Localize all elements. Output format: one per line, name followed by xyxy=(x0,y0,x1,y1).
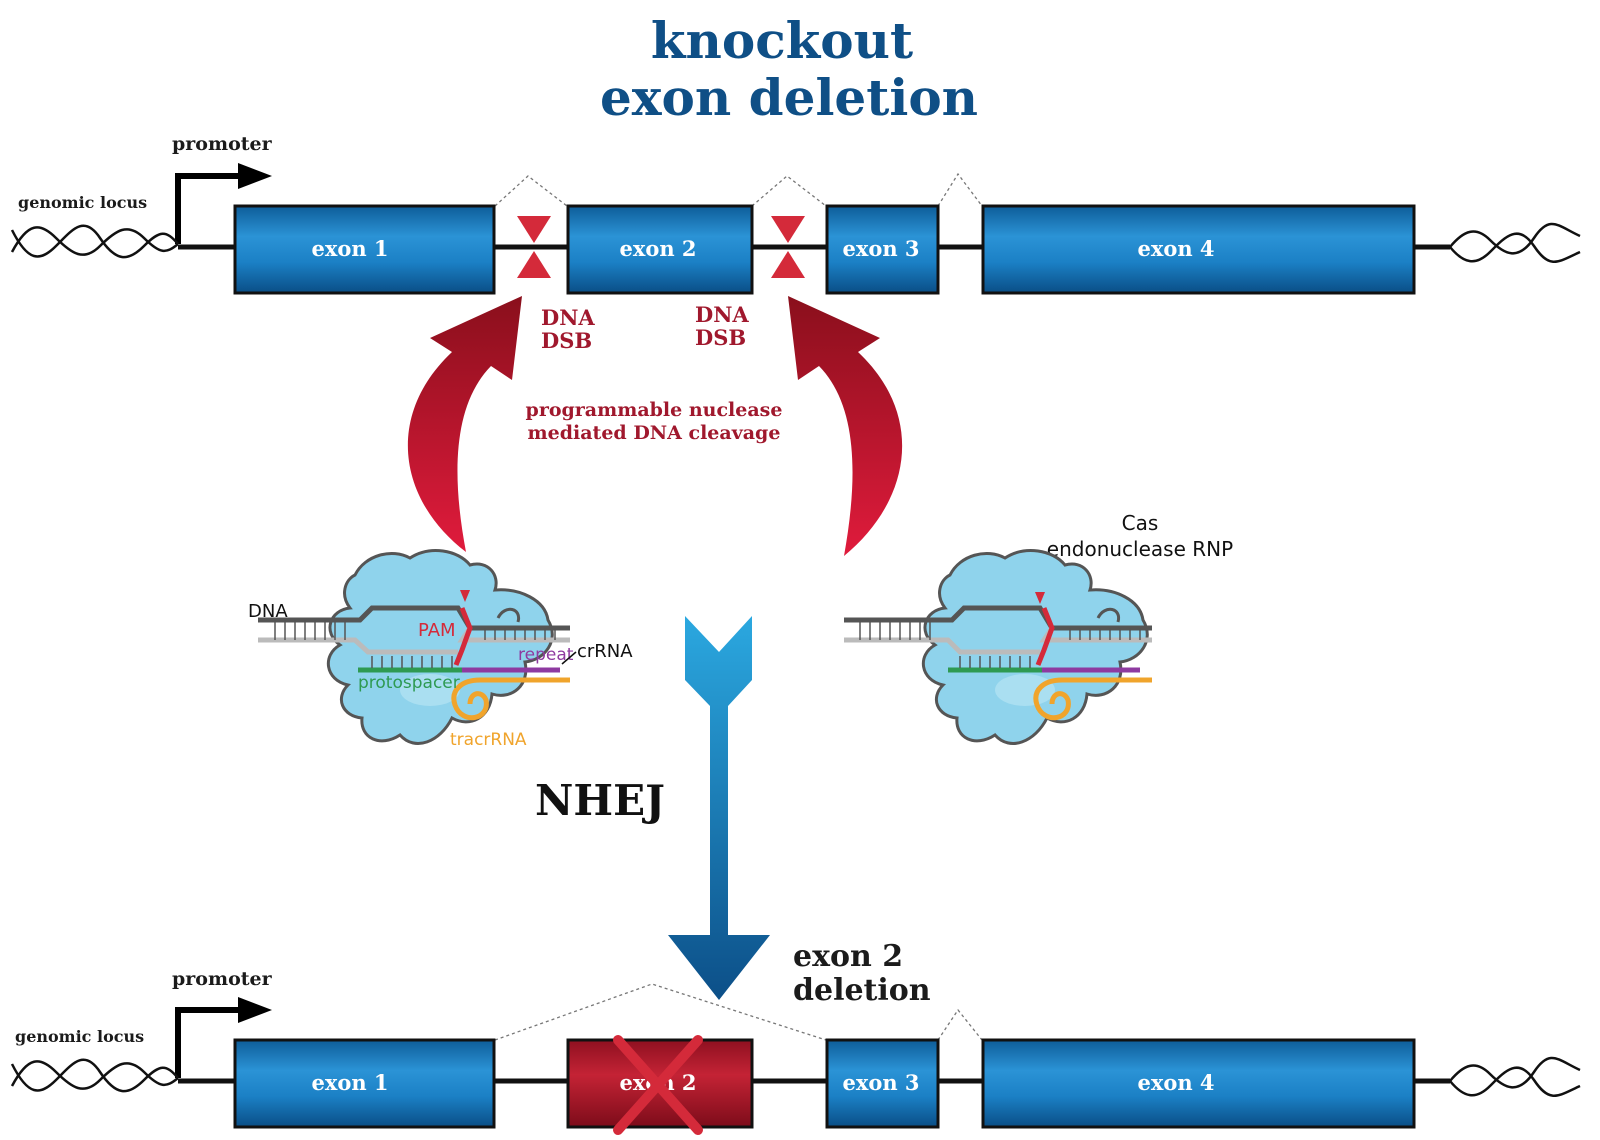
right-cut-marker-icon xyxy=(771,216,805,278)
top-promoter-arrowhead-icon xyxy=(238,163,272,189)
top-exon-1 xyxy=(233,204,496,295)
top-exon-1-label: exon 1 xyxy=(311,236,388,261)
bottom-exon-1 xyxy=(233,1038,496,1129)
top-splice-lines xyxy=(494,172,983,207)
top-exon-3-label: exon 3 xyxy=(842,236,919,261)
cas-title-line2: endonuclease RNP xyxy=(1047,537,1233,561)
left-crrna-label: crRNA xyxy=(577,641,633,662)
left-tracrrna-label: tracrRNA xyxy=(450,730,527,750)
top-promoter-arrow-icon xyxy=(175,173,245,244)
top-left-dna-helix-icon xyxy=(10,224,179,259)
bottom-splice-lines xyxy=(494,983,983,1041)
bottom-exon-1-label: exon 1 xyxy=(311,1070,388,1095)
left-pam-label: PAM xyxy=(418,620,456,641)
left-dna-label: DNA xyxy=(248,601,288,622)
bottom-left-dna-helix-icon xyxy=(10,1058,179,1093)
bottom-promoter-arrow-icon xyxy=(175,1007,245,1078)
right-cleavage-arrow-icon xyxy=(788,296,903,556)
top-genomic-locus-label: genomic locus xyxy=(18,193,147,212)
cleavage-label-line1: programmable nuclease xyxy=(526,399,783,421)
bottom-genomic-locus-label: genomic locus xyxy=(15,1027,144,1046)
left-protospacer-label: protospacer xyxy=(358,673,460,693)
deleted-cross-icon xyxy=(613,1035,703,1135)
left-dsb-line1: DNA xyxy=(541,305,595,330)
bottom-exon-4 xyxy=(981,1038,1416,1129)
left-repeat-label: repeat xyxy=(518,645,574,665)
top-exon-4 xyxy=(981,204,1416,295)
left-cas-complex: DNA PAM repeat crRNA protospacer tracrRN… xyxy=(248,549,633,750)
deletion-label-line1: exon 2 xyxy=(793,939,903,974)
bottom-exon-4-label: exon 4 xyxy=(1137,1070,1214,1095)
cas-title-line1: Cas xyxy=(1122,511,1159,535)
top-exon-3 xyxy=(825,204,940,295)
right-cas-protein-shape xyxy=(921,549,1149,745)
top-right-dna-helix-icon xyxy=(1449,222,1581,263)
bottom-exon-3-label: exon 3 xyxy=(842,1070,919,1095)
bottom-locus: promoter genomic locus exon 1 exon 2 exo… xyxy=(10,968,1581,1135)
deletion-label-line2: deletion xyxy=(793,973,931,1008)
left-dsb-line2: DSB xyxy=(541,328,592,353)
bottom-exon-3 xyxy=(825,1038,940,1129)
left-cleavage-arrow-icon xyxy=(407,296,522,552)
left-cut-marker-icon xyxy=(517,216,551,278)
right-cas-complex xyxy=(844,549,1152,745)
top-exon-4-label: exon 4 xyxy=(1137,236,1214,261)
nhej-arrow-icon xyxy=(668,616,770,1000)
right-dsb-line2: DSB xyxy=(695,325,746,350)
top-exon-2-label: exon 2 xyxy=(619,236,696,261)
bottom-promoter-label: promoter xyxy=(172,968,273,990)
nhej-label: NHEJ xyxy=(535,776,665,825)
right-dsb-line1: DNA xyxy=(695,302,749,327)
bottom-right-dna-helix-icon xyxy=(1449,1056,1581,1097)
top-exon-2 xyxy=(566,204,754,295)
bottom-promoter-arrowhead-icon xyxy=(238,997,272,1023)
title-line1: knockout xyxy=(651,11,913,70)
cleavage-label-line2: mediated DNA cleavage xyxy=(528,422,781,444)
top-locus: promoter genomic locus exon 1 exon 2 exo… xyxy=(10,133,1581,353)
top-promoter-label: promoter xyxy=(172,133,273,155)
title-line2: exon deletion xyxy=(600,68,978,127)
